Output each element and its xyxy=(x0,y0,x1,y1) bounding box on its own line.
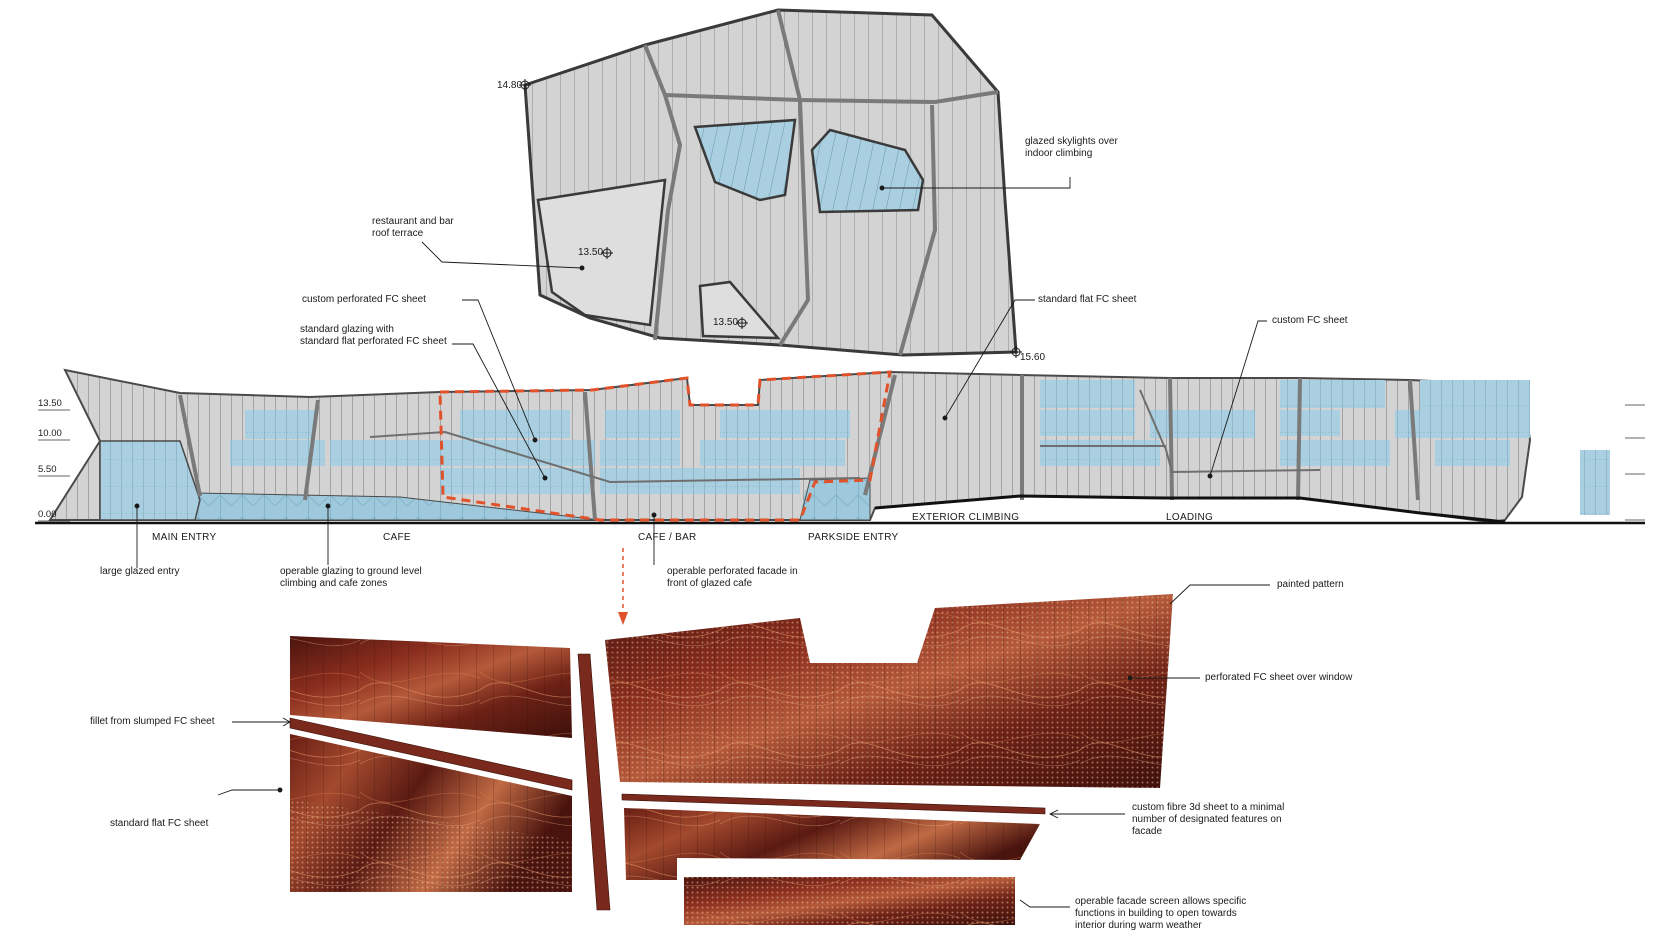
panel-left-upper-grid xyxy=(290,636,572,738)
callout-custom-perforated: custom perforated FC sheet xyxy=(302,294,426,305)
level-ticks-right xyxy=(1625,404,1645,521)
callout-large-glazed: large glazed entry xyxy=(100,566,180,577)
perforated-zone-outline xyxy=(438,370,892,522)
panel-left-lower-grid xyxy=(290,734,572,892)
spot-level-label: 15.60 xyxy=(1020,352,1046,363)
zone-label: LOADING xyxy=(1166,512,1214,523)
callout-standard-flat: standard flat FC sheet xyxy=(110,818,209,829)
zone-label: CAFE xyxy=(383,532,411,543)
zone-label: PARKSIDE ENTRY xyxy=(808,532,899,543)
upper-glazing xyxy=(230,380,1610,515)
roof-plan xyxy=(519,8,1022,358)
callout-skylights: glazed skylights over indoor climbing xyxy=(1025,136,1118,159)
zone-label: CAFE / BAR xyxy=(638,532,697,543)
callout-operable-perforated: operable perforated facade in front of g… xyxy=(667,566,798,589)
callout-standard-flat-top: standard flat FC sheet xyxy=(1038,294,1137,305)
fillet-vertical xyxy=(577,653,611,911)
roof-ridge xyxy=(898,104,938,356)
roof-terrace-lower xyxy=(698,280,781,340)
callout-custom-fibre: custom fibre 3d sheet to a minimal numbe… xyxy=(1132,802,1285,837)
spot-level-label: 13.50 xyxy=(578,247,604,258)
parkside-glazing xyxy=(799,477,871,521)
fillet-horizontal xyxy=(621,793,1046,815)
callout-custom-fc: custom FC sheet xyxy=(1272,315,1348,326)
callout-standard-glazing: standard glazing with standard flat perf… xyxy=(300,324,447,347)
skylight-west xyxy=(693,118,797,202)
roof-ridge xyxy=(664,93,811,347)
callout-fillet: fillet from slumped FC sheet xyxy=(90,716,215,727)
spot-level-label: 14.80 xyxy=(497,80,523,91)
level-label: 13.50 xyxy=(38,398,62,409)
panel-right-main-grid xyxy=(605,594,1173,788)
callout-operable-screen: operable facade screen allows specific f… xyxy=(1075,896,1247,931)
large-glazed-entry xyxy=(99,440,201,521)
detail-arrow xyxy=(618,548,628,625)
elevation xyxy=(35,368,1645,525)
spot-level-label: 13.50 xyxy=(713,317,739,328)
roof-ridge xyxy=(776,9,999,105)
callout-painted-pattern: painted pattern xyxy=(1277,579,1344,590)
skylight-east xyxy=(810,128,925,214)
callout-operable-glazing: operable glazing to ground level climbin… xyxy=(280,566,422,589)
callout-roof-terrace: restaurant and bar roof terrace xyxy=(372,216,454,239)
zone-label: MAIN ENTRY xyxy=(152,532,217,543)
leader-lines xyxy=(134,177,1270,908)
level-label: 10.00 xyxy=(38,428,62,439)
level-label: 0.00 xyxy=(38,509,57,520)
internal-stair xyxy=(369,389,1321,484)
level-label: 5.50 xyxy=(38,464,57,475)
panel-right-lower-grid xyxy=(624,808,1040,880)
operable-screen-dots xyxy=(684,877,1015,925)
level-ticks-left xyxy=(38,409,70,522)
facade-detail xyxy=(289,594,1173,925)
ground-line-bold xyxy=(874,494,1506,524)
roof-ridge xyxy=(643,44,683,341)
callout-perforated-over-window: perforated FC sheet over window xyxy=(1205,672,1353,683)
fillet-bar-left xyxy=(289,717,573,791)
spot-level-marker xyxy=(519,79,1022,358)
zone-label: EXTERIOR CLIMBING xyxy=(912,512,1020,523)
